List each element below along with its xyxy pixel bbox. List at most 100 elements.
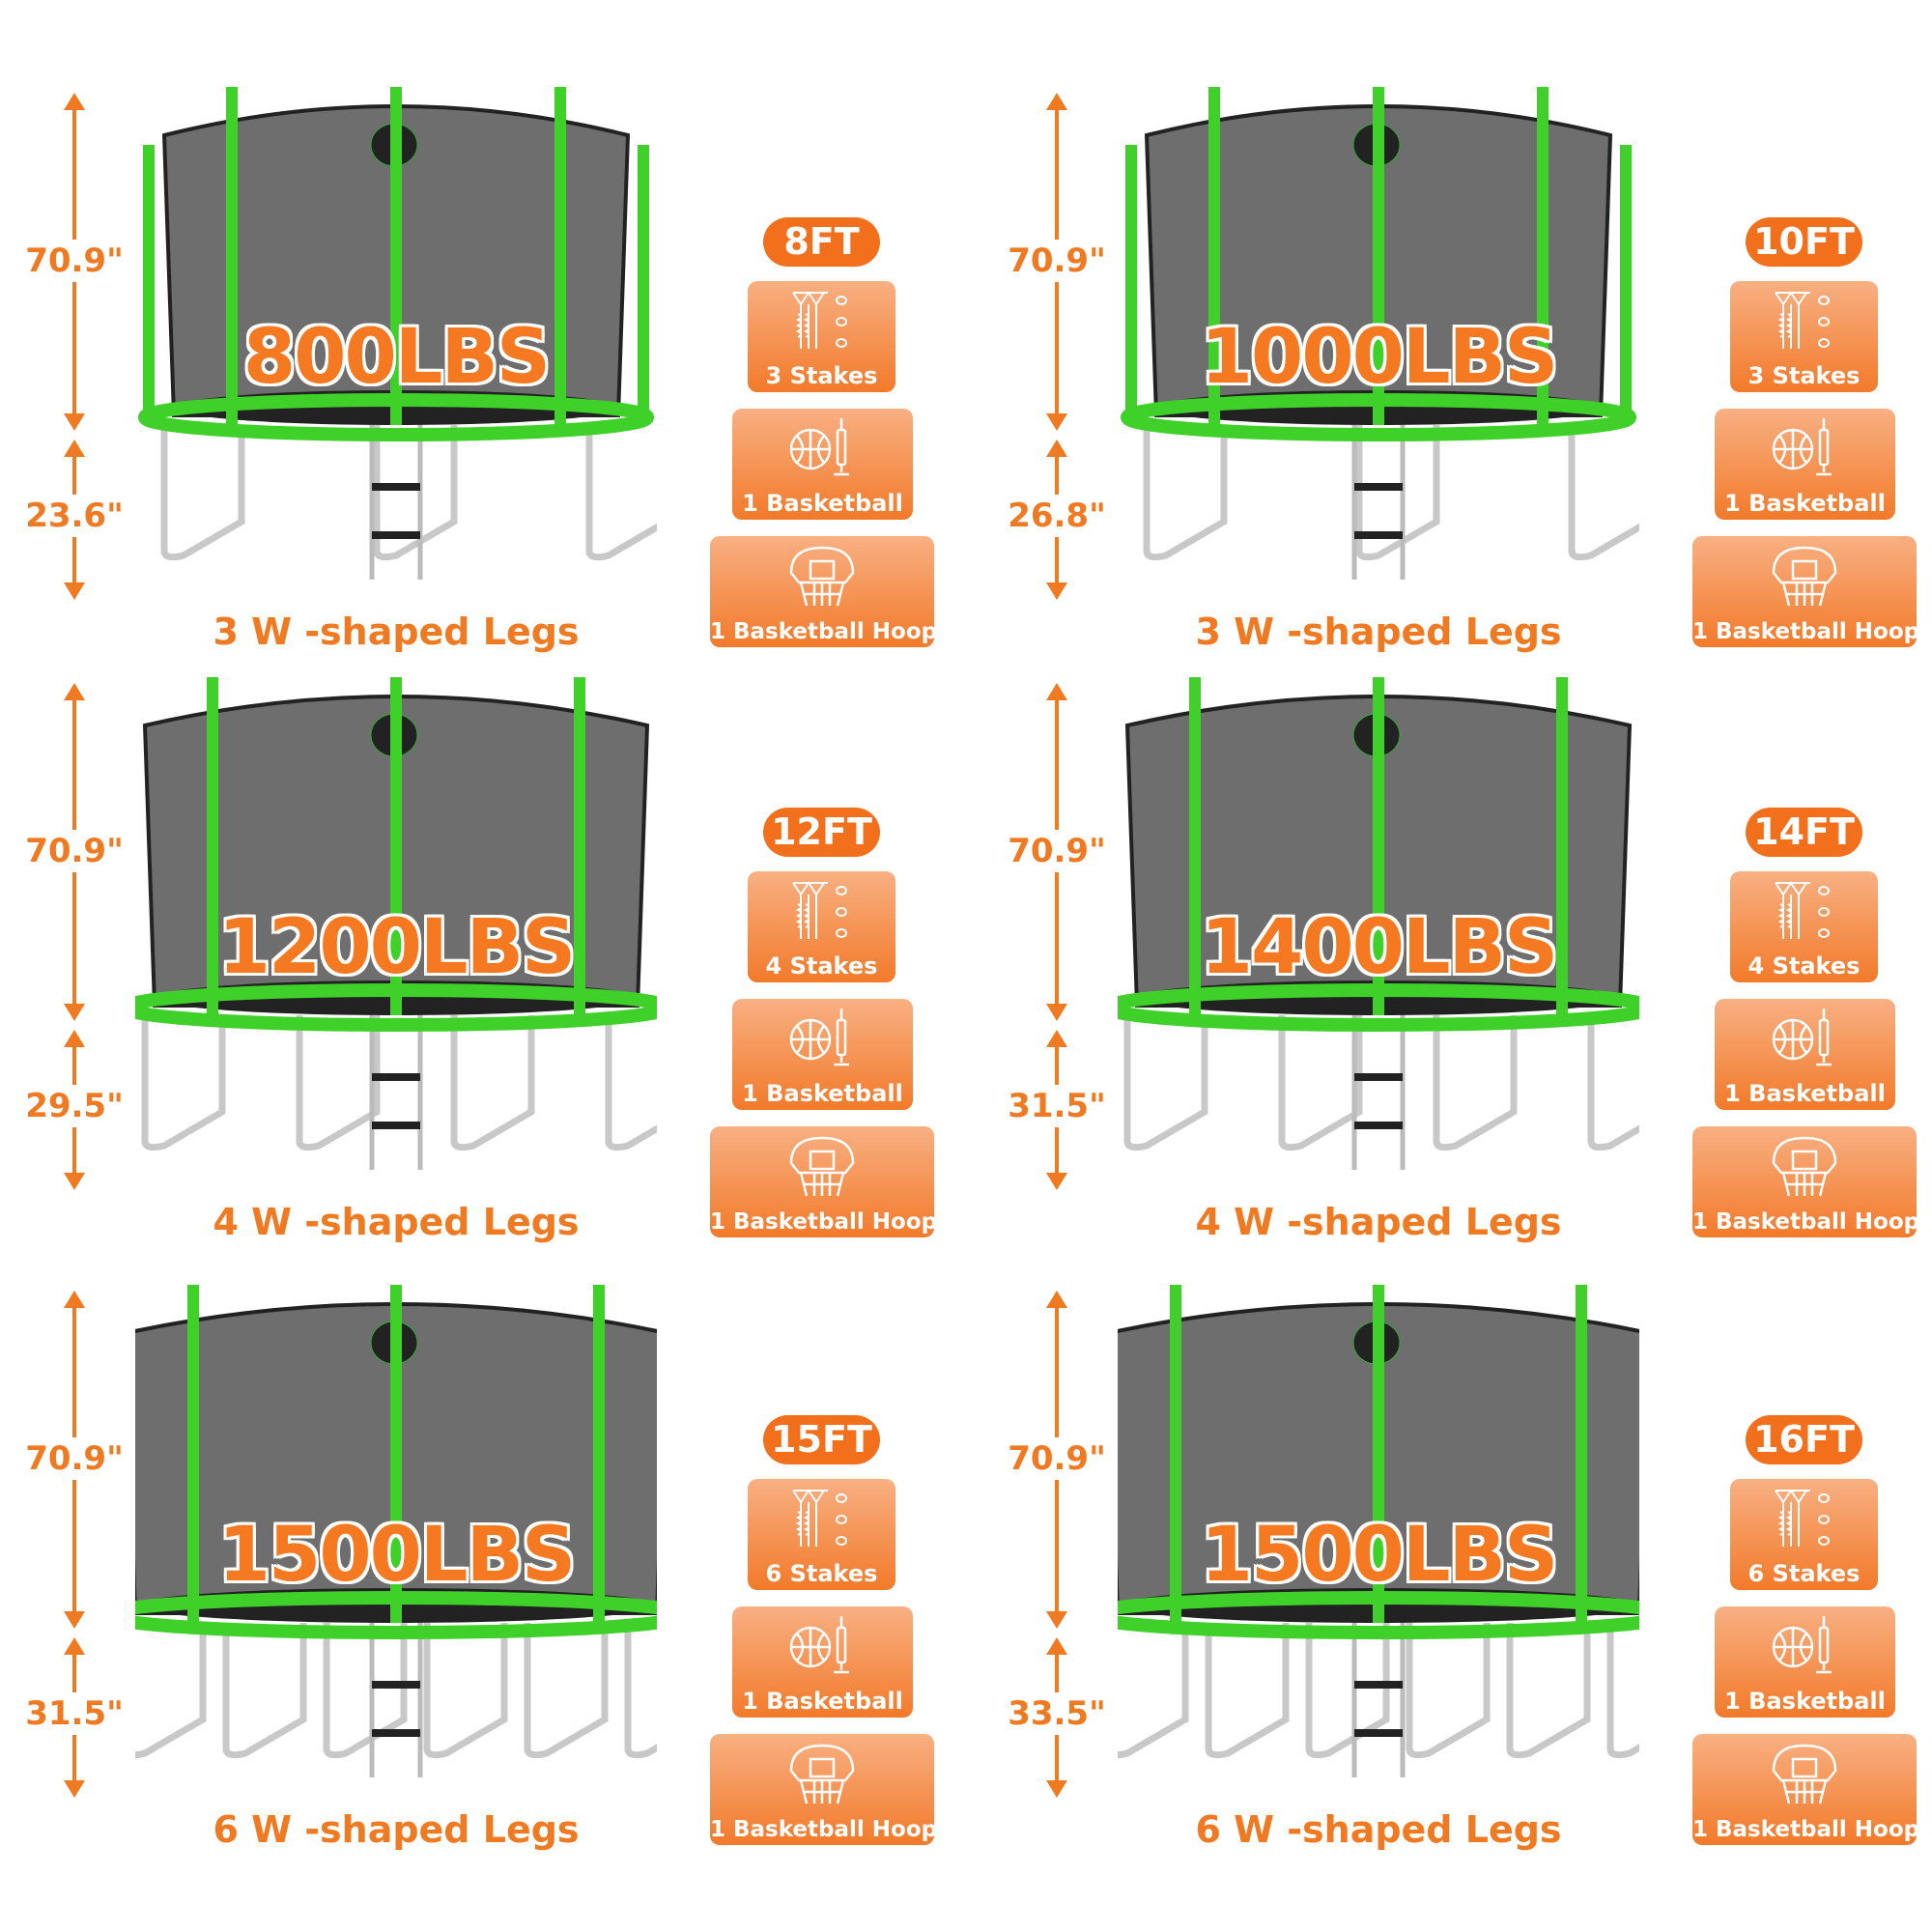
ladder-step xyxy=(1354,1122,1403,1129)
basketball-accessory: 1 Basketball xyxy=(1715,1606,1895,1718)
net-pole xyxy=(1556,677,1568,1015)
basketball-accessory: 1 Basketball xyxy=(1715,409,1895,520)
leg xyxy=(323,1623,408,1759)
stakes-icon xyxy=(791,291,847,349)
leg xyxy=(135,1623,207,1759)
weight-capacity: 1500LBS xyxy=(217,1512,576,1599)
trampoline-panel: 70.9" 23.6" 800LBS 3 W -shaped Legs 8FT … xyxy=(0,77,956,734)
basketball-label: 1 Basketball xyxy=(1724,1688,1886,1715)
basketball-hoop-icon xyxy=(1772,1136,1837,1197)
net-height-label: 70.9" xyxy=(0,1437,149,1480)
net-pole xyxy=(1125,145,1137,425)
hoop-accessory: 1 Basketball Hoop xyxy=(1692,1734,1920,1845)
net-pole xyxy=(143,145,155,425)
leg-height-label: 26.8" xyxy=(982,495,1131,537)
legs-caption: 4 W -shaped Legs xyxy=(1195,1201,1562,1243)
basketball-pump-icon xyxy=(1772,418,1832,476)
hoop-accessory: 1 Basketball Hoop xyxy=(710,1126,937,1237)
legs-caption: 3 W -shaped Legs xyxy=(213,611,580,653)
leg xyxy=(1606,1623,1639,1759)
stakes-accessory: 4 Stakes xyxy=(1730,871,1878,982)
ladder-rail xyxy=(369,1613,423,1777)
stakes-label: 4 Stakes xyxy=(765,952,878,980)
legs-caption: 4 W -shaped Legs xyxy=(213,1201,580,1243)
stakes-icon xyxy=(1774,881,1830,939)
ladder-step xyxy=(1354,1681,1403,1689)
weight-capacity: 1200LBS xyxy=(217,904,576,991)
net-pole xyxy=(1373,87,1384,425)
weight-capacity: 800LBS xyxy=(242,314,551,401)
stakes-label: 6 Stakes xyxy=(765,1560,878,1587)
basketball-label: 1 Basketball xyxy=(742,490,903,517)
hoop-accessory: 1 Basketball Hoop xyxy=(1692,536,1920,647)
leg xyxy=(585,425,657,561)
stakes-label: 6 Stakes xyxy=(1747,1560,1861,1587)
leg xyxy=(222,1623,307,1759)
size-badge: 12FT xyxy=(763,808,880,857)
basketball-accessory: 1 Basketball xyxy=(1715,999,1895,1110)
leg-height-label: 33.5" xyxy=(982,1692,1131,1735)
leg xyxy=(373,425,458,561)
stakes-icon xyxy=(1774,1489,1830,1547)
net-height-label: 70.9" xyxy=(0,240,149,282)
leg xyxy=(450,1015,535,1151)
basketball-pump-icon xyxy=(789,1616,849,1674)
leg-height-label: 29.5" xyxy=(0,1085,149,1127)
basketball-label: 1 Basketball xyxy=(1724,1080,1886,1107)
leg xyxy=(160,425,245,561)
ladder-step xyxy=(372,1729,420,1737)
trampoline-image xyxy=(1118,677,1639,1170)
stakes-label: 3 Stakes xyxy=(1747,362,1861,389)
basketball-hoop-icon xyxy=(789,1136,855,1197)
weight-capacity: 1500LBS xyxy=(1200,1512,1558,1599)
trampoline-panel: 70.9" 26.8" 1000LBS 3 W -shaped Legs 10F… xyxy=(982,77,1932,734)
basketball-pump-icon xyxy=(1772,1616,1832,1674)
weight-capacity: 1000LBS xyxy=(1200,314,1558,401)
net-pole xyxy=(390,87,402,425)
legs-caption: 6 W -shaped Legs xyxy=(1195,1808,1562,1851)
ladder-rail xyxy=(1351,1613,1406,1777)
ladder-step xyxy=(372,1681,420,1689)
hoop-label: 1 Basketball Hoop xyxy=(1692,1817,1920,1842)
net-pole xyxy=(1373,677,1384,1015)
net-pole xyxy=(187,1285,199,1623)
leg-height-label: 23.6" xyxy=(0,495,149,537)
net-height-label: 70.9" xyxy=(982,830,1131,872)
stakes-accessory: 6 Stakes xyxy=(748,1479,895,1590)
stakes-icon xyxy=(791,881,847,939)
weight-capacity: 1400LBS xyxy=(1200,904,1558,991)
net-height-label: 70.9" xyxy=(982,1437,1131,1480)
stakes-accessory: 3 Stakes xyxy=(1730,281,1878,392)
leg-height-label: 31.5" xyxy=(0,1692,149,1735)
leg xyxy=(296,1015,381,1151)
size-badge: 10FT xyxy=(1746,217,1862,267)
ladder-step xyxy=(372,483,420,491)
legs-caption: 3 W -shaped Legs xyxy=(1195,611,1562,653)
ladder-step xyxy=(372,1073,420,1081)
leg xyxy=(1433,1015,1518,1151)
leg xyxy=(1587,1015,1639,1151)
basketball-accessory: 1 Basketball xyxy=(732,409,913,520)
net-height-label: 70.9" xyxy=(982,240,1131,282)
leg xyxy=(1143,425,1228,561)
trampoline-panel: 70.9" 31.5" 1400LBS 4 W -shaped Legs 14F… xyxy=(982,668,1932,1324)
stakes-accessory: 6 Stakes xyxy=(1730,1479,1878,1590)
basketball-pump-icon xyxy=(789,418,849,476)
ladder-step xyxy=(1354,483,1403,491)
hoop-label: 1 Basketball Hoop xyxy=(1692,619,1920,644)
basketball-hoop-icon xyxy=(789,546,855,607)
basketball-label: 1 Basketball xyxy=(742,1688,903,1715)
basketball-pump-icon xyxy=(789,1009,849,1066)
hoop-label: 1 Basketball Hoop xyxy=(710,619,938,644)
stakes-icon xyxy=(791,1489,847,1547)
leg xyxy=(1568,425,1639,561)
basketball-label: 1 Basketball xyxy=(1724,490,1886,517)
leg xyxy=(1118,1623,1189,1759)
net-pole xyxy=(1620,145,1632,425)
trampoline-image xyxy=(135,1285,657,1777)
leg xyxy=(1506,1623,1591,1759)
trampoline-panel: 70.9" 33.5" 1500LBS 6 W -shaped Legs 16F… xyxy=(982,1275,1932,1932)
hoop-label: 1 Basketball Hoop xyxy=(710,1817,938,1842)
leg xyxy=(1406,1623,1491,1759)
leg xyxy=(1205,1623,1290,1759)
